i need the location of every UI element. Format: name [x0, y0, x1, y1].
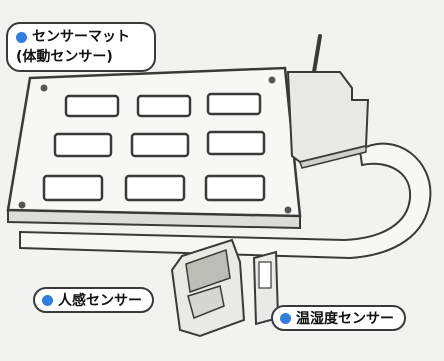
mat-cell	[206, 130, 266, 156]
sensor-mat-label-line1: センサーマット	[32, 29, 130, 45]
mat-cell	[124, 174, 186, 202]
temp-humidity-sensor-label: 温湿度センサー	[271, 305, 406, 331]
bullet-icon	[42, 294, 53, 306]
screw	[268, 76, 276, 84]
mat-cell	[130, 132, 190, 158]
mat-cell	[204, 174, 266, 202]
controller-box-side	[299, 145, 367, 169]
temp-humidity-sensor-label-text: 温湿度センサー	[296, 311, 394, 327]
human-sensor-label-text: 人感センサー	[58, 293, 142, 309]
mat-cell	[136, 94, 192, 118]
cable-strip	[19, 142, 432, 260]
controller-box	[286, 71, 370, 164]
mat-cell	[64, 94, 120, 118]
mat-cell	[42, 174, 104, 202]
screw	[18, 201, 26, 209]
mat-cell	[53, 132, 113, 158]
human-sensor-label: 人感センサー	[33, 287, 154, 313]
screw	[284, 206, 292, 214]
antenna	[312, 34, 322, 74]
sensor-mat-label-line2: (体動センサー)	[16, 49, 113, 65]
sensor-mat-label: センサーマット (体動センサー)	[6, 22, 156, 72]
mat-cell	[206, 92, 262, 116]
human-sensor-device	[170, 238, 246, 338]
screw	[40, 84, 48, 92]
bullet-icon	[16, 31, 27, 43]
bullet-icon	[280, 312, 291, 324]
